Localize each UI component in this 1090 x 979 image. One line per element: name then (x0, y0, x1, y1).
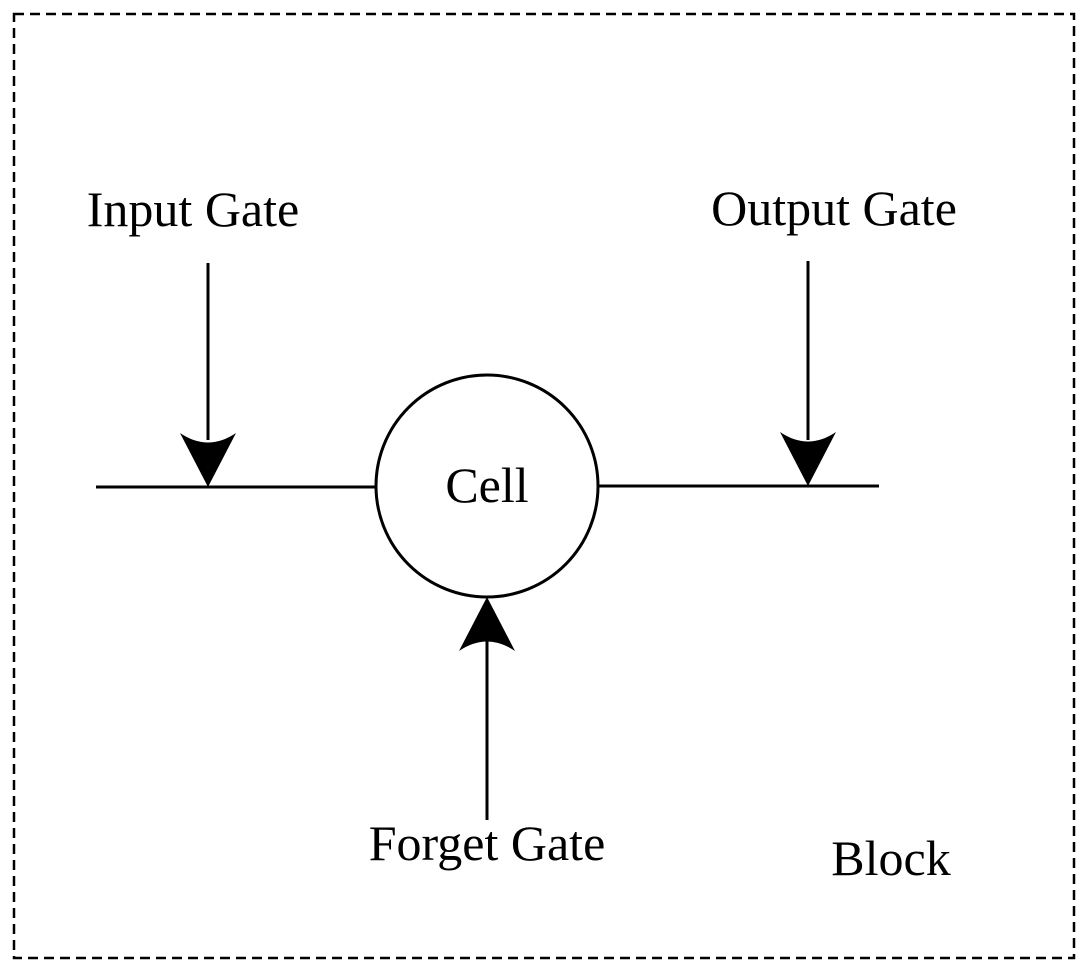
input-gate-arrowhead (180, 433, 236, 487)
block-label: Block (831, 830, 950, 886)
forget-gate-arrowhead (459, 597, 515, 651)
output-gate-arrowhead (780, 432, 836, 486)
block-border (12, 12, 1076, 960)
output-gate-label: Output Gate (711, 180, 957, 236)
input-gate-label: Input Gate (87, 181, 299, 237)
forget-gate-label: Forget Gate (369, 815, 606, 871)
cell-label: Cell (445, 457, 528, 513)
